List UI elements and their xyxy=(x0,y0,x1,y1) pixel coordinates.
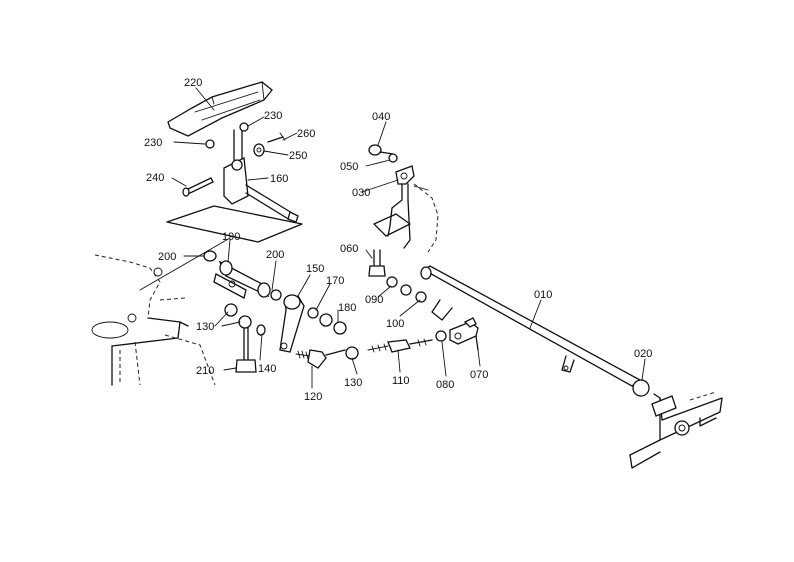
upper-bolts xyxy=(368,144,398,163)
leader-lines xyxy=(171,87,646,389)
pedal-pad xyxy=(167,81,273,137)
callout-020: 020 xyxy=(634,348,652,360)
callout-040: 040 xyxy=(372,111,390,123)
callout-200-left: 200 xyxy=(158,251,176,263)
callout-130-left: 130 xyxy=(196,321,214,333)
left-frame xyxy=(91,254,216,386)
pedal-hardware xyxy=(182,122,286,197)
clevis xyxy=(449,317,479,351)
callout-190: 190 xyxy=(222,231,240,243)
callout-010: 010 xyxy=(534,289,552,301)
callout-100: 100 xyxy=(386,318,404,330)
bolt-assembly xyxy=(224,303,266,373)
callout-210: 210 xyxy=(196,365,214,377)
right-support-bracket xyxy=(629,391,723,469)
mounting-plate xyxy=(166,205,303,243)
leader-line xyxy=(139,237,231,291)
callout-240: 240 xyxy=(146,172,164,184)
link-arm xyxy=(279,294,347,353)
pedal-arm xyxy=(223,129,299,223)
callout-250: 250 xyxy=(289,150,307,162)
callout-160: 160 xyxy=(270,173,288,185)
pivot-bracket xyxy=(203,250,282,301)
callout-220: 220 xyxy=(184,77,202,89)
callout-030: 030 xyxy=(352,187,370,199)
callout-060: 060 xyxy=(340,243,358,255)
callout-110: 110 xyxy=(392,375,410,387)
callout-090: 090 xyxy=(365,294,383,306)
callout-labels: 220 230 230 260 250 240 160 200 190 200 … xyxy=(144,77,652,403)
control-rod xyxy=(295,330,447,369)
callout-260: 260 xyxy=(297,128,315,140)
bushing-020 xyxy=(632,379,650,397)
callout-050: 050 xyxy=(340,161,358,173)
callout-180: 180 xyxy=(338,302,356,314)
callout-230-left: 230 xyxy=(144,137,162,149)
callout-140: 140 xyxy=(258,363,276,375)
callout-120: 120 xyxy=(304,391,322,403)
callout-230-right: 230 xyxy=(264,110,282,122)
callout-130-right: 130 xyxy=(344,377,362,389)
callout-150: 150 xyxy=(306,263,324,275)
upper-bracket xyxy=(373,165,439,253)
callout-070: 070 xyxy=(470,369,488,381)
callout-200-right: 200 xyxy=(266,249,284,261)
callout-170: 170 xyxy=(326,275,344,287)
callout-080: 080 xyxy=(436,379,454,391)
lower-bolts xyxy=(368,249,427,303)
